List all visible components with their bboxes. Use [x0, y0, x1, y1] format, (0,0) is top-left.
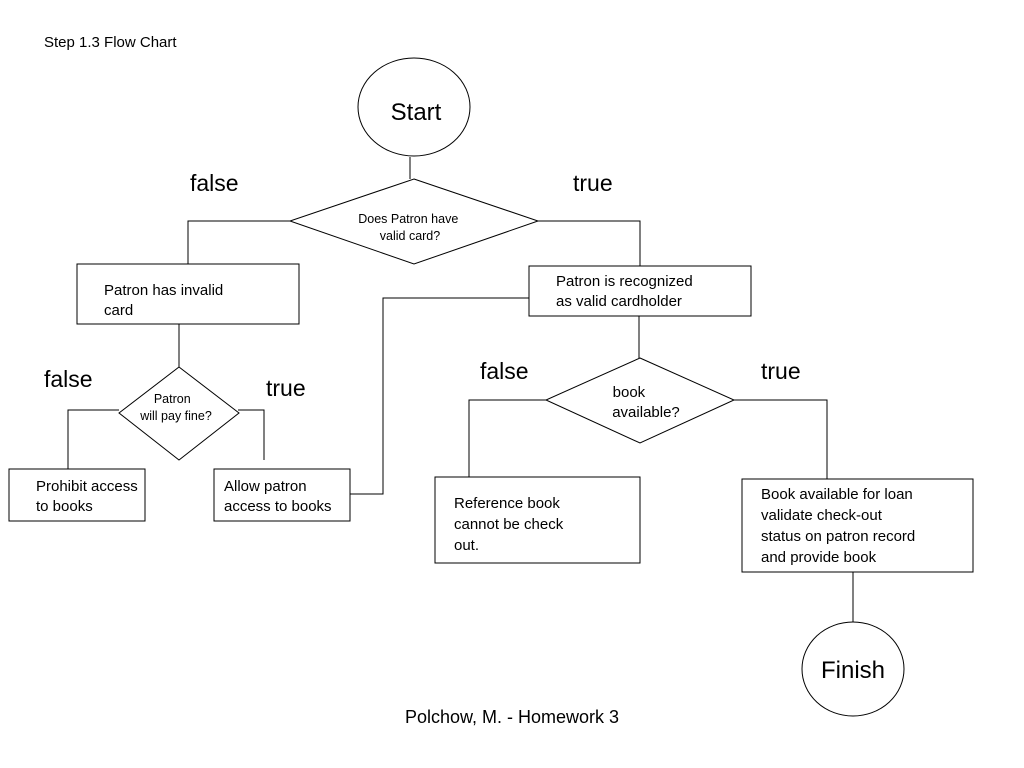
svg-text:Patron has invalid card: Patron has invalid card — [104, 282, 227, 319]
invalid-card-line-2: card — [104, 302, 133, 319]
svg-text:Allow patron access to b: Allow patron access to books — [224, 478, 332, 515]
allow-access-line-2: access to books — [224, 498, 332, 515]
book-available-decision-line-2: available? — [612, 404, 680, 421]
valid-cardholder-line-2: as valid cardholder — [556, 293, 682, 310]
finish-terminal: Finish — [801, 621, 905, 717]
reference-book-box: Reference book cannot be check out. — [434, 476, 641, 564]
svg-text:Does Patron have valid c: Does Patron have valid card? — [358, 212, 462, 243]
valid-card-decision-line-1: Does Patron have — [358, 212, 458, 226]
prohibit-access-line-1: Prohibit access — [36, 478, 138, 495]
svg-text:Book available for loan: Book available for loan validate check-o… — [761, 486, 919, 566]
reference-book-line-3: out. — [454, 537, 479, 554]
connector-card-true — [537, 220, 641, 266]
connectors — [67, 157, 854, 622]
reference-book-line-1: Reference book — [454, 495, 560, 512]
allow-access-line-1: Allow patron — [224, 478, 307, 495]
valid-card-decision: Does Patron have valid card? — [288, 178, 540, 265]
start-label: Start — [391, 99, 442, 126]
connector-book-true — [734, 399, 828, 479]
finish-label: Finish — [821, 657, 885, 684]
book-available-decision: book available? — [544, 357, 736, 444]
svg-text:book available?: book available? — [612, 384, 680, 421]
branch-label-card-false: false — [190, 170, 239, 196]
connector-card-false — [187, 220, 290, 264]
book-loan-line-1: Book available for loan — [761, 486, 913, 503]
branch-label-card-true: true — [573, 170, 613, 196]
book-loan-line-4: and provide book — [761, 549, 877, 566]
invalid-card-line-1: Patron has invalid — [104, 282, 223, 299]
book-loan-line-3: status on patron record — [761, 528, 915, 545]
branch-label-fine-true: true — [266, 375, 306, 401]
connector-allow-to-valid-cardholder — [350, 297, 529, 495]
book-available-decision-line-1: book — [613, 384, 646, 401]
branch-label-fine-false: false — [44, 366, 93, 392]
reference-book-line-2: cannot be check — [454, 516, 564, 533]
svg-text:Reference book cannot be: Reference book cannot be check out. — [454, 495, 567, 554]
allow-access-box: Allow patron access to books — [213, 468, 351, 522]
prohibit-access-line-2: to books — [36, 498, 93, 515]
svg-text:Patron is recognized as: Patron is recognized as valid cardholder — [556, 273, 697, 310]
page-title: Step 1.3 Flow Chart — [44, 34, 177, 51]
footer-credit: Polchow, M. - Homework 3 — [405, 707, 619, 727]
connector-fine-true — [238, 409, 265, 460]
pay-fine-decision: Patron will pay fine? — [118, 366, 240, 461]
connector-fine-false — [67, 409, 119, 469]
valid-card-decision-line-2: valid card? — [380, 229, 440, 243]
connector-book-false — [468, 399, 546, 477]
valid-cardholder-box: Patron is recognized as valid cardholder — [528, 265, 752, 317]
pay-fine-decision-line-1: Patron — [154, 392, 191, 406]
prohibit-access-box: Prohibit access to books — [8, 468, 146, 522]
book-loan-box: Book available for loan validate check-o… — [741, 478, 974, 573]
book-loan-line-2: validate check-out — [761, 507, 883, 524]
invalid-card-box: Patron has invalid card — [76, 263, 300, 325]
svg-text:Patron will pay fine?: Patron will pay fine? — [139, 392, 212, 423]
valid-cardholder-line-1: Patron is recognized — [556, 273, 693, 290]
svg-text:Prohibit access to books: Prohibit access to books — [36, 478, 142, 515]
branch-label-book-true: true — [761, 358, 801, 384]
branch-label-book-false: false — [480, 358, 529, 384]
pay-fine-decision-line-2: will pay fine? — [139, 409, 212, 423]
start-terminal: Start — [357, 57, 471, 157]
